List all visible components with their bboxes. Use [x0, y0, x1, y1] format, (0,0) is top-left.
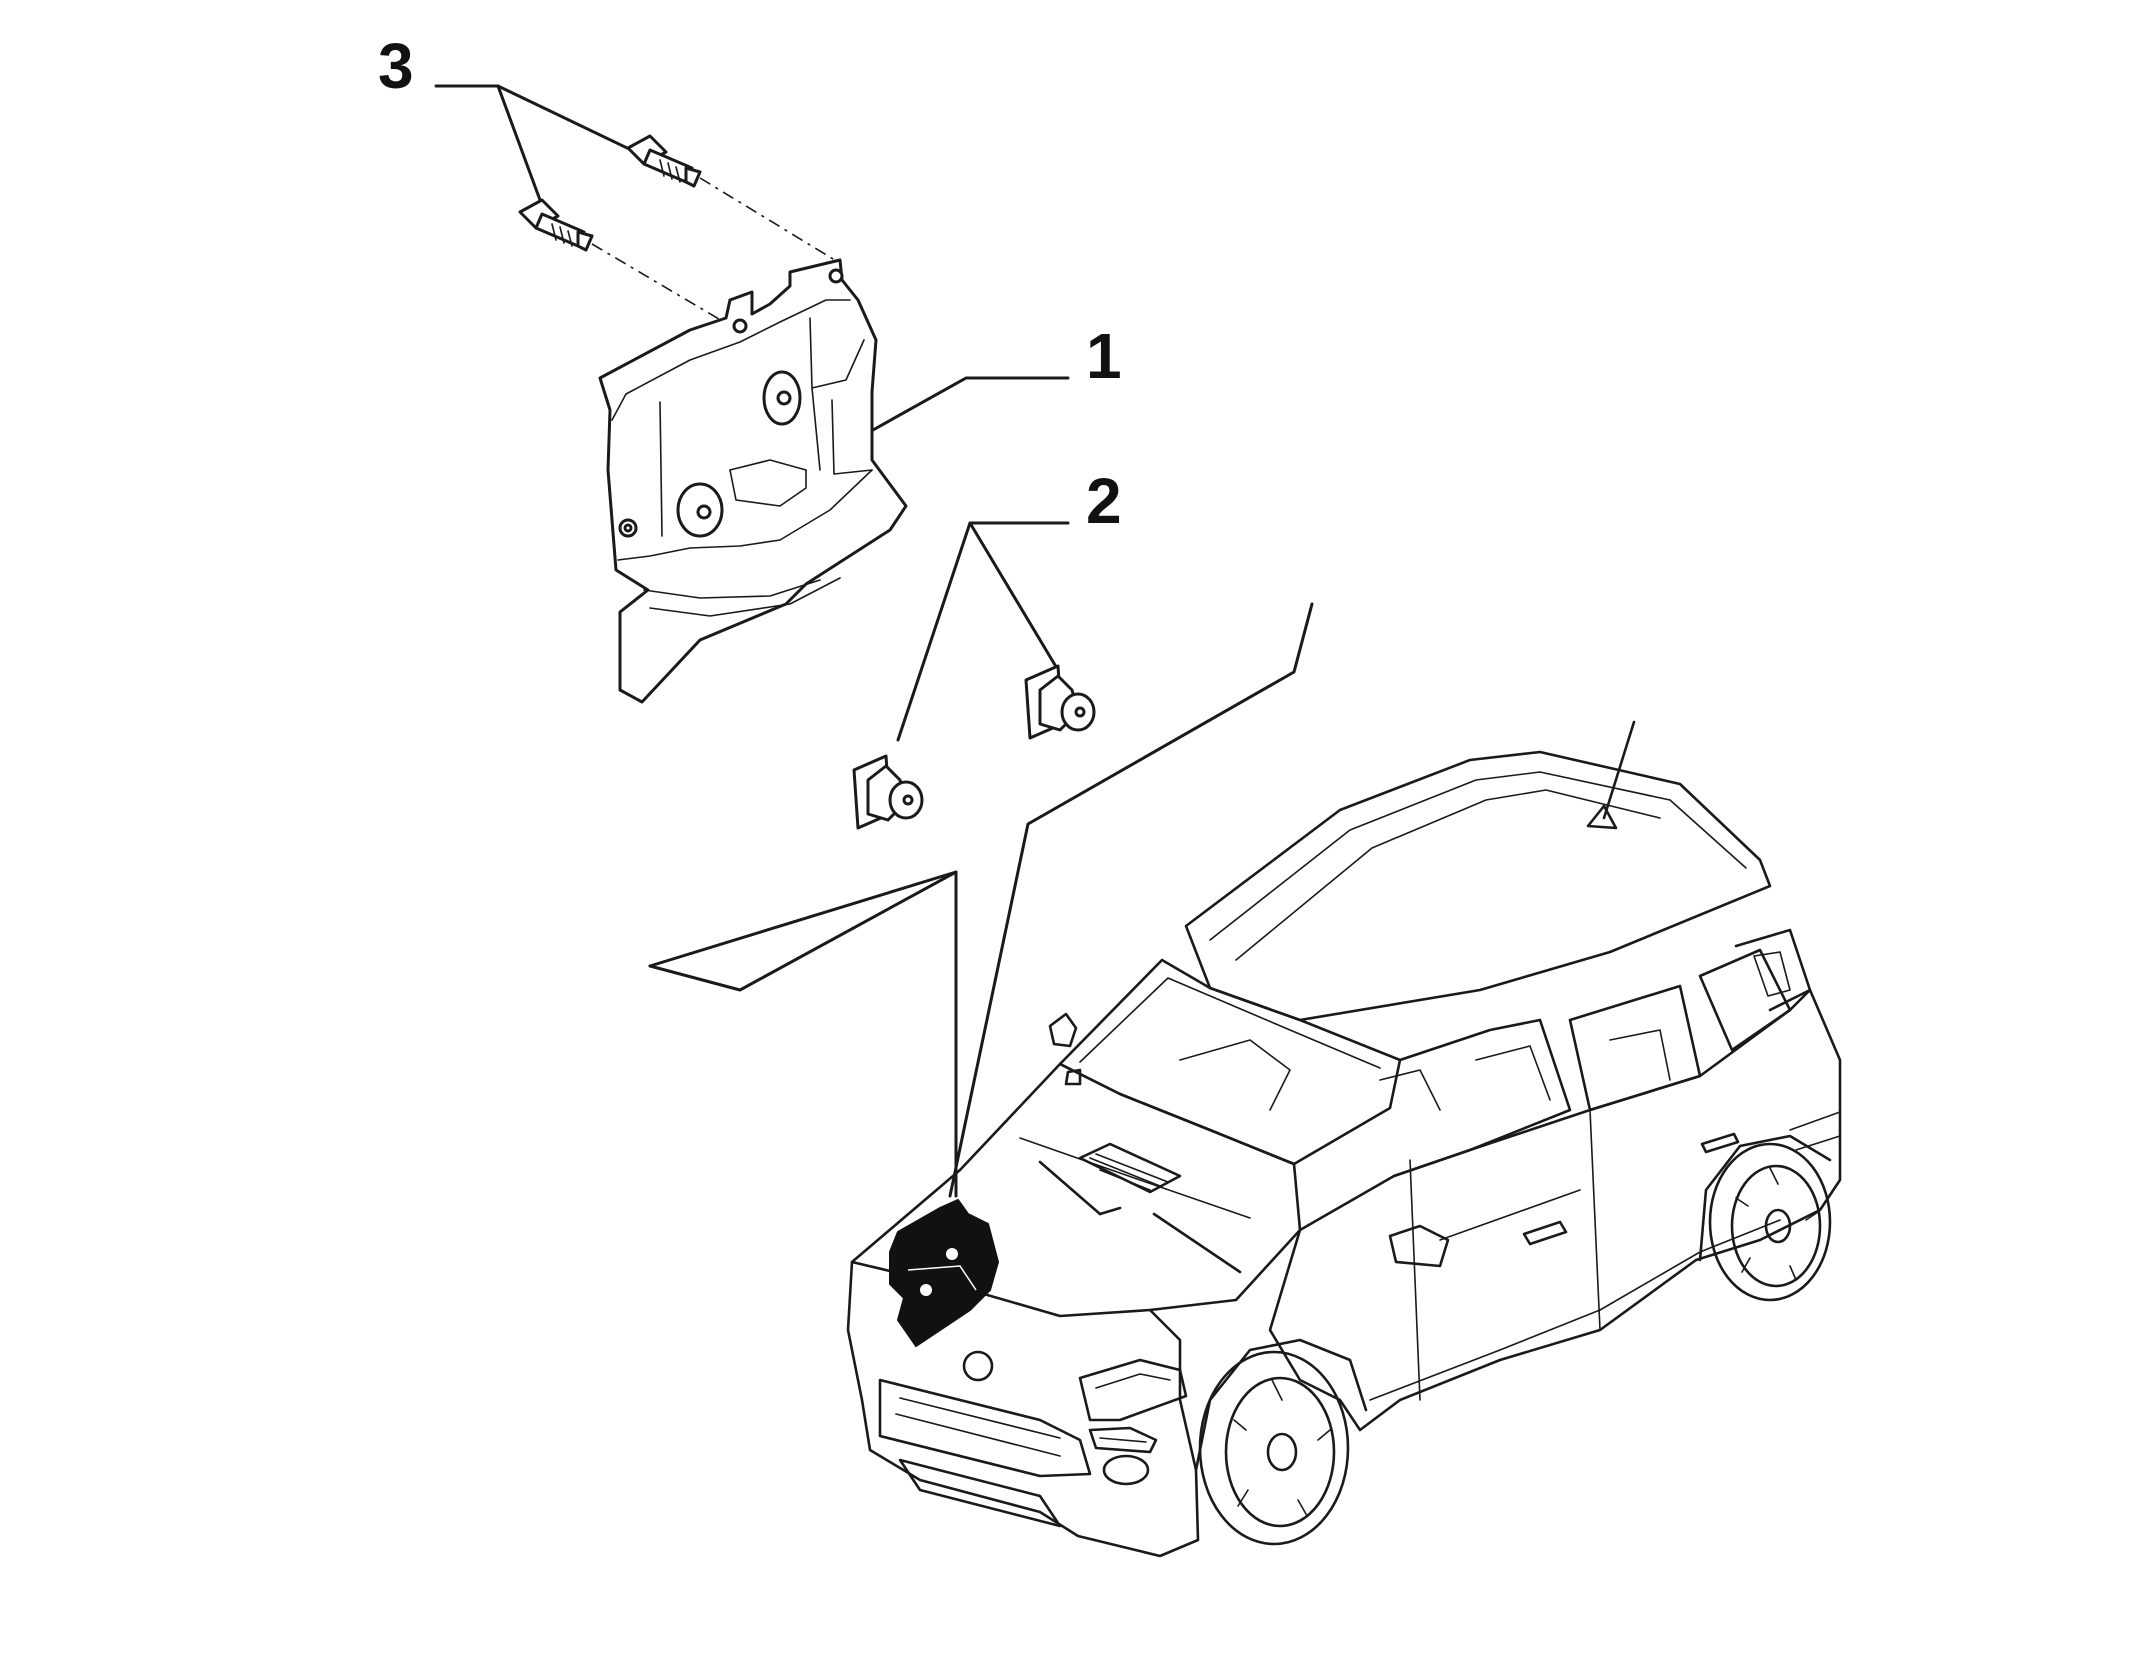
leader-1 — [862, 376, 1070, 437]
bolt-upper — [626, 134, 702, 188]
leader-2 — [896, 521, 1070, 742]
callout-label-2: 2 — [1086, 465, 1122, 537]
callout-label-1: 1 — [1086, 320, 1122, 392]
bolt-lower — [518, 198, 594, 252]
detail-cut-lines — [648, 602, 1314, 1198]
clip-nut-left — [852, 754, 924, 830]
leader-3 — [434, 84, 650, 202]
highlighted-part-location — [889, 1198, 1000, 1348]
clip-nut-right — [1024, 664, 1096, 740]
car-illustration — [846, 720, 1842, 1558]
alignment-line-lower — [591, 243, 725, 323]
alignment-line-upper — [699, 177, 839, 263]
callout-label-3: 3 — [378, 30, 414, 102]
heat-shield-part — [598, 258, 908, 704]
